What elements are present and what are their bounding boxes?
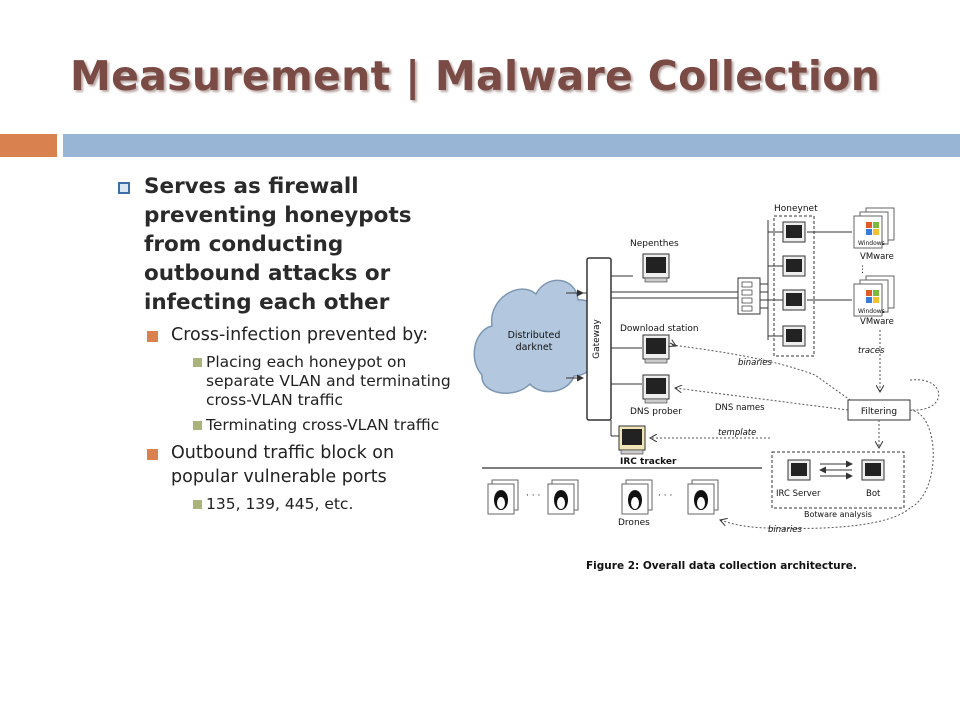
irc-tracker-label: IRC tracker (620, 457, 677, 467)
vmware-label-2: VMware (860, 317, 894, 327)
slide-title: Measurement | Malware Collection (70, 52, 881, 100)
monitor-icon (642, 253, 670, 283)
bullet-sub1-item: Placing each honeypot on separate VLAN a… (118, 353, 463, 410)
switch-port (741, 281, 753, 288)
bot-label: Bot (866, 489, 881, 499)
monitor-icon (782, 221, 806, 243)
drones-label: Drones (618, 518, 650, 528)
switch-port (741, 305, 753, 312)
bullet-sub1-item-text: Terminating cross-VLAN traffic (206, 416, 440, 434)
binaries-label-2: binaries (768, 525, 802, 535)
green-bullet-icon (193, 358, 202, 367)
download-station-label: Download station (620, 324, 699, 334)
orange-bullet-icon (147, 449, 158, 460)
drone-linux-icon (487, 479, 519, 515)
bullet-sub1-text: Cross-infection prevented by: (171, 325, 429, 345)
botware-analysis-box (771, 451, 905, 509)
bullet-sub2: Outbound traffic block on popular vulner… (118, 441, 463, 489)
darknet-label-2: darknet (516, 342, 553, 353)
architecture-diagram: Distributed darknet Gateway Nepenthes Do… (473, 204, 940, 572)
green-bullet-icon (193, 421, 202, 430)
dns-names-label: DNS names (715, 403, 765, 413)
accent-bar-orange (0, 134, 57, 157)
windows-label-2: Windows (858, 308, 885, 315)
binaries-arrow (671, 344, 851, 401)
orange-bullet-icon (147, 331, 158, 342)
arrowhead (670, 343, 676, 346)
irc-server-label: IRC Server (776, 489, 821, 499)
monitor-icon (642, 334, 670, 364)
loop-arrow (909, 409, 934, 509)
gateway-label: Gateway (592, 318, 602, 358)
bullet-sub2-item: 135, 139, 445, etc. (118, 495, 463, 514)
monitor-icon (861, 459, 885, 481)
vmware-label-1: VMware (860, 252, 894, 262)
ellipsis-dots: ⋮ (858, 265, 867, 275)
bullet-sub1-item: Terminating cross-VLAN traffic (118, 416, 463, 435)
dns-names-arrow (675, 388, 849, 411)
accent-bar-blue (63, 134, 960, 157)
windows-vm-icon (853, 207, 895, 249)
honeynet-box (773, 215, 815, 357)
bullet-sub1-item-text: Placing each honeypot on separate VLAN a… (206, 353, 451, 409)
monitor-icon (782, 255, 806, 277)
gateway-box (586, 257, 612, 421)
nepenthes-label: Nepenthes (630, 239, 679, 249)
bullet-sub2-text: Outbound traffic block on popular vulner… (171, 443, 395, 487)
filtering-label: Filtering (861, 407, 897, 417)
monitor-icon (782, 289, 806, 311)
ellipsis-dots: · · · (526, 491, 540, 501)
bullet-main: Serves as firewall preventing honeypots … (118, 172, 463, 317)
drone-linux-icon (621, 479, 653, 515)
windows-label-1: Windows (858, 240, 885, 247)
binaries-arrow-2 (720, 507, 911, 529)
template-label: template (718, 428, 756, 438)
figure-caption: Figure 2: Overall data collection archit… (586, 560, 857, 572)
monitor-icon (787, 459, 811, 481)
monitor-icon (782, 325, 806, 347)
honeynet-label: Honeynet (774, 204, 818, 214)
switch-port (741, 297, 753, 304)
drone-linux-icon (687, 479, 719, 515)
loop-arrow (909, 379, 940, 411)
monitor-icon (618, 425, 646, 455)
darknet-label-1: Distributed (508, 330, 561, 341)
square-bullet-icon (118, 182, 130, 194)
drone-linux-icon (547, 479, 579, 515)
botware-analysis-label: Botware analysis (804, 510, 872, 519)
dns-prober-label: DNS prober (630, 407, 682, 417)
bullet-sub1: Cross-infection prevented by: (118, 323, 463, 347)
switch-port (741, 289, 753, 296)
monitor-icon (642, 374, 670, 404)
binaries-label-1: binaries (738, 358, 772, 368)
bullet-list: Serves as firewall preventing honeypots … (118, 172, 463, 514)
bullet-sub2-item-text: 135, 139, 445, etc. (206, 495, 354, 513)
windows-vm-icon (853, 275, 895, 317)
traces-label: traces (858, 346, 885, 356)
bullet-main-text: Serves as firewall preventing honeypots … (144, 174, 412, 315)
green-bullet-icon (193, 500, 202, 509)
ellipsis-dots: · · · (658, 491, 672, 501)
